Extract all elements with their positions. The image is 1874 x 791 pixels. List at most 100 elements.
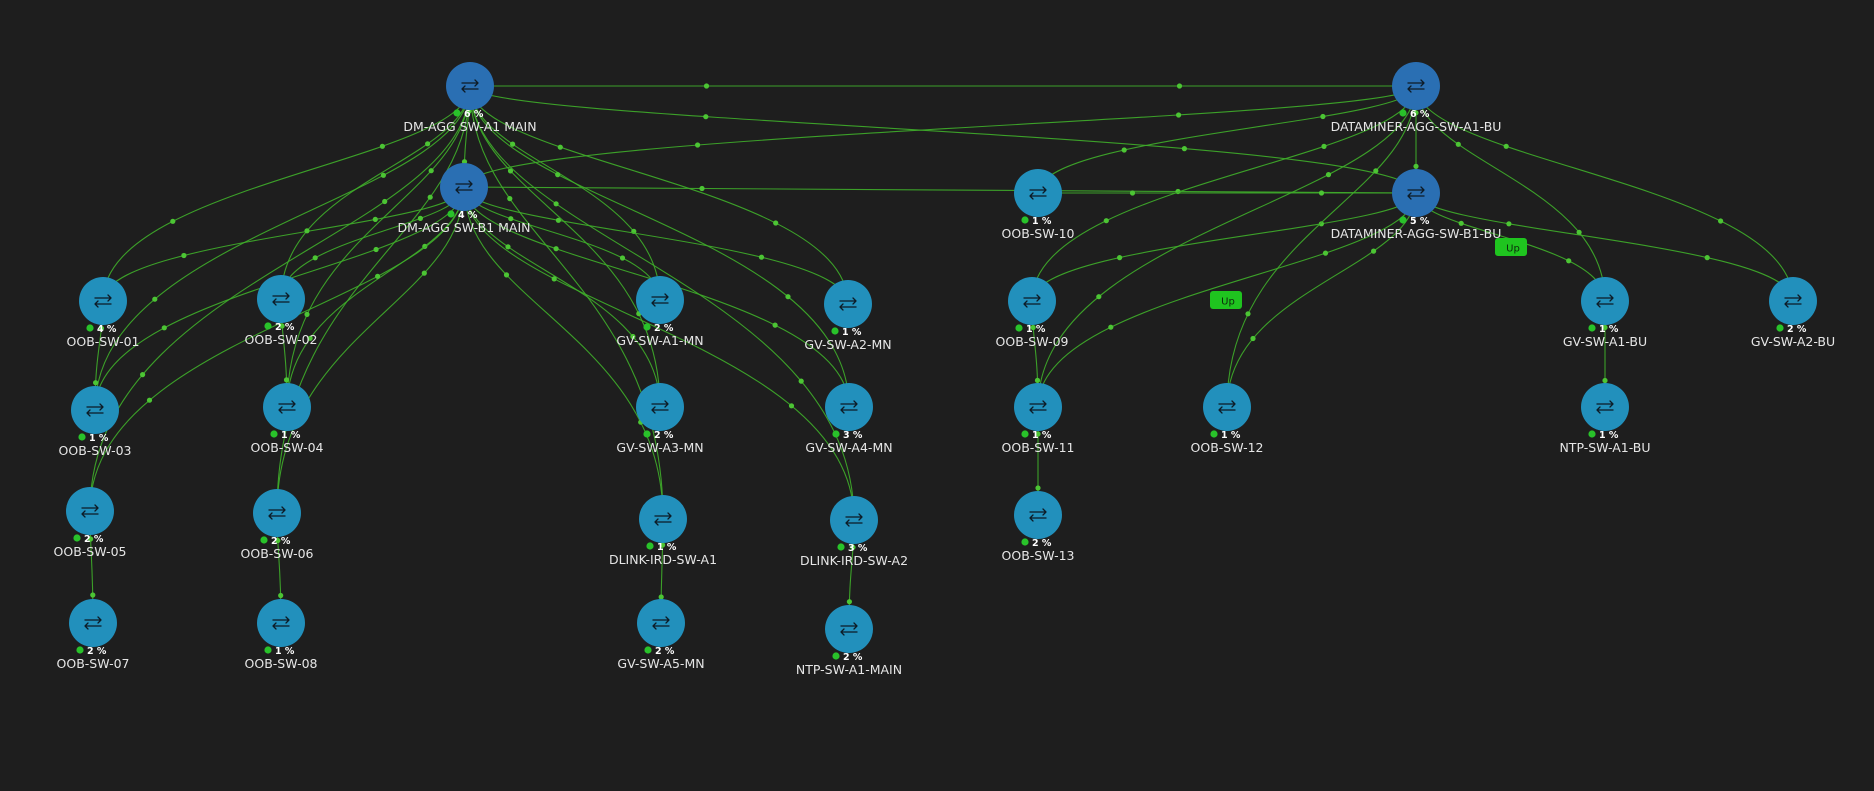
node-circle[interactable] (1392, 169, 1440, 217)
node-oob12[interactable]: 1 %OOB-SW-12 (1191, 383, 1264, 455)
node-ntpbu[interactable]: 1 %NTP-SW-A1-BU (1559, 383, 1651, 455)
link-agg_b1_main-agg_a1_bu[interactable] (463, 85, 1417, 188)
link-agg_a1_bu-gva2bu[interactable] (1415, 85, 1794, 302)
node-circle[interactable] (440, 163, 488, 211)
node-circle[interactable] (639, 495, 687, 543)
node-gva2bu[interactable]: 2 %GV-SW-A2-BU (1751, 277, 1835, 349)
node-agg_a1_bu[interactable]: 6 %DATAMINER-AGG-SW-A1-BU (1331, 62, 1502, 134)
link-agg_a1_bu-gva1bu[interactable] (1415, 85, 1606, 302)
node-circle[interactable] (66, 487, 114, 535)
status-dot (643, 323, 651, 331)
node-circle[interactable] (824, 280, 872, 328)
link-agg_a1_bu-oob09-dot-2 (1103, 218, 1109, 224)
node-agg_b1_main[interactable]: 4 %DM-AGG SW-B1 MAIN (397, 163, 531, 235)
node-gva4mn[interactable]: 3 %GV-SW-A4-MN (805, 383, 893, 455)
link-agg_b1_main-oob06[interactable] (276, 186, 465, 514)
status-badge-1[interactable]: Up (1210, 291, 1242, 309)
link-agg_a1_main-oob01[interactable] (102, 85, 471, 302)
node-gva5mn[interactable]: 2 %GV-SW-A5-MN (617, 599, 705, 671)
node-circle[interactable] (1008, 277, 1056, 325)
link-agg_a1_main-oob01-dot-1 (379, 143, 385, 149)
link-agg_a1_bu-oob10-dot-2 (1121, 147, 1127, 153)
node-oob03[interactable]: 1 %OOB-SW-03 (59, 386, 132, 458)
link-agg_a1_bu-oob11[interactable] (1037, 85, 1417, 408)
link-agg_a1_bu-oob12[interactable] (1226, 85, 1417, 408)
node-circle[interactable] (257, 599, 305, 647)
node-oob02[interactable]: 2 %OOB-SW-02 (245, 275, 318, 347)
node-ntpmain[interactable]: 2 %NTP-SW-A1-MAIN (796, 605, 902, 677)
node-oob07[interactable]: 2 %OOB-SW-07 (57, 599, 130, 671)
node-agg_b1_bu[interactable]: 5 %DATAMINER-AGG-SW-B1-BU (1331, 169, 1502, 241)
node-circle[interactable] (253, 489, 301, 537)
link-agg_b1_bu-oob11[interactable] (1037, 192, 1417, 408)
status-badge-box (1495, 238, 1527, 256)
link-agg_a1_main-oob03[interactable] (94, 85, 471, 411)
switch-arrows-icon (1407, 79, 1425, 93)
link-agg_a1_main-gva4mn[interactable] (469, 85, 850, 408)
node-circle[interactable] (1014, 169, 1062, 217)
node-gva1bu[interactable]: 1 %GV-SW-A1-BU (1563, 277, 1647, 349)
link-agg_b1_bu-oob12[interactable] (1226, 192, 1417, 408)
node-circle[interactable] (637, 599, 685, 647)
node-oob11[interactable]: 1 %OOB-SW-11 (1002, 383, 1075, 455)
node-oob04[interactable]: 1 %OOB-SW-04 (251, 383, 324, 455)
node-oob01[interactable]: 4 %OOB-SW-01 (67, 277, 140, 349)
node-oob08[interactable]: 1 %OOB-SW-08 (245, 599, 318, 671)
node-gva1mn[interactable]: 2 %GV-SW-A1-MN (616, 276, 704, 348)
node-circle[interactable] (825, 383, 873, 431)
node-circle[interactable] (257, 275, 305, 323)
node-circle[interactable] (263, 383, 311, 431)
node-load-percent: 1 % (1599, 324, 1619, 335)
switch-arrows-icon (1407, 186, 1425, 200)
link-agg_a1_main-gva4mn-dot-1 (555, 172, 561, 178)
link-agg_b1_main-dlink2[interactable] (463, 186, 855, 521)
link-agg_a1_main-dlink2[interactable] (469, 85, 855, 521)
link-agg_a1_main-oob04[interactable] (286, 85, 471, 408)
node-circle[interactable] (830, 496, 878, 544)
link-agg_b1_main-gva2mn[interactable] (463, 186, 849, 305)
node-circle[interactable] (1014, 383, 1062, 431)
node-oob10[interactable]: 1 %OOB-SW-10 (1002, 169, 1075, 241)
node-dlink1[interactable]: 1 %DLINK-IRD-SW-A1 (609, 495, 717, 567)
status-dot (1021, 216, 1029, 224)
node-dlink2[interactable]: 3 %DLINK-IRD-SW-A2 (800, 496, 908, 568)
node-oob05[interactable]: 2 %OOB-SW-05 (54, 487, 127, 559)
status-dot (1399, 216, 1407, 224)
node-circle[interactable] (1014, 491, 1062, 539)
node-gva3mn[interactable]: 2 %GV-SW-A3-MN (616, 383, 704, 455)
node-circle[interactable] (1392, 62, 1440, 110)
link-agg_a1_main-gva2mn[interactable] (469, 85, 849, 305)
node-label: DM-AGG SW-B1 MAIN (397, 220, 530, 235)
node-circle[interactable] (1581, 383, 1629, 431)
link-agg_a1_bu-oob09[interactable] (1031, 85, 1417, 302)
link-agg_b1_main-agg_b1_bu[interactable] (463, 186, 1417, 194)
node-oob09[interactable]: 1 %OOB-SW-09 (996, 277, 1069, 349)
link-agg_a1_main-oob02-dot-1 (425, 141, 431, 147)
node-oob06[interactable]: 2 %OOB-SW-06 (241, 489, 314, 561)
status-dot (1021, 430, 1029, 438)
node-circle[interactable] (825, 605, 873, 653)
link-agg_a1_main-dlink2-dot-2 (798, 378, 804, 384)
node-circle[interactable] (69, 599, 117, 647)
link-agg_a1_main-agg_b1_bu[interactable] (469, 85, 1417, 194)
link-agg_a1_main-gva1mn[interactable] (469, 85, 661, 301)
node-circle[interactable] (1769, 277, 1817, 325)
link-agg_b1_main-gva3mn[interactable] (463, 186, 661, 408)
node-label: OOB-SW-01 (67, 334, 140, 349)
node-circle[interactable] (446, 62, 494, 110)
node-circle[interactable] (71, 386, 119, 434)
link-agg_b1_main-dlink1[interactable] (463, 186, 664, 520)
node-circle[interactable] (1203, 383, 1251, 431)
status-badge-2[interactable]: Up (1495, 238, 1527, 256)
node-gva2mn[interactable]: 1 %GV-SW-A2-MN (804, 280, 892, 352)
link-agg_b1_main-oob05[interactable] (89, 186, 465, 512)
node-circle[interactable] (636, 383, 684, 431)
node-circle[interactable] (1581, 277, 1629, 325)
node-oob13[interactable]: 2 %OOB-SW-13 (1002, 491, 1075, 563)
node-agg_a1_main[interactable]: 6 %DM-AGG SW-A1 MAIN (403, 62, 537, 134)
node-circle[interactable] (636, 276, 684, 324)
link-agg_b1_bu-oob09[interactable] (1031, 192, 1417, 302)
link-agg_a1_main-gva3mn[interactable] (469, 85, 661, 408)
node-circle[interactable] (79, 277, 127, 325)
